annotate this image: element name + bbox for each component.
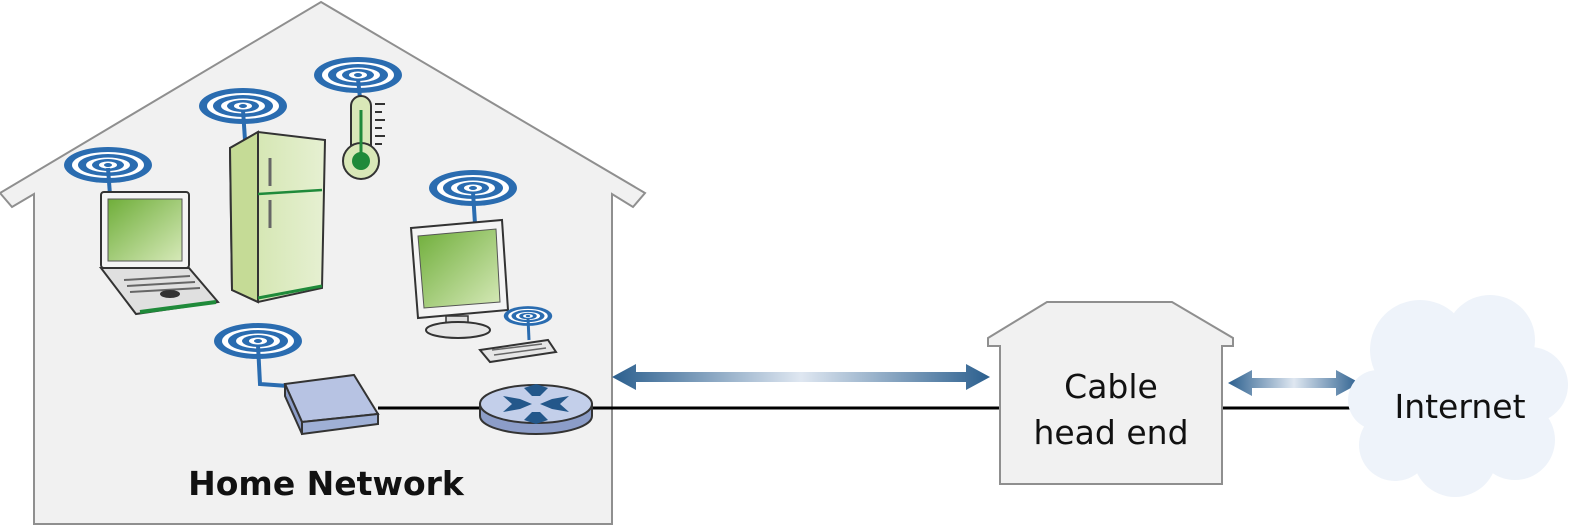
laptop-icon — [64, 147, 220, 316]
refrigerator-icon — [199, 88, 327, 304]
double-arrow-icon — [1228, 370, 1360, 396]
cable-head-end-building: Cable head end — [987, 301, 1234, 485]
cable-head-end-label: Cable — [1064, 367, 1158, 406]
keyboard-icon — [478, 306, 558, 364]
thermometer-icon — [314, 57, 402, 180]
desktop-computer-icon — [409, 170, 517, 339]
double-arrow-icon — [612, 364, 990, 390]
internet-label: Internet — [1394, 387, 1525, 426]
home-network-label: Home Network — [188, 464, 465, 503]
router-icon — [479, 384, 593, 435]
cable-modem-icon — [214, 323, 380, 436]
cable-head-end-label-line2: head end — [1033, 413, 1188, 452]
cloud-icon: Internet — [1348, 295, 1568, 497]
